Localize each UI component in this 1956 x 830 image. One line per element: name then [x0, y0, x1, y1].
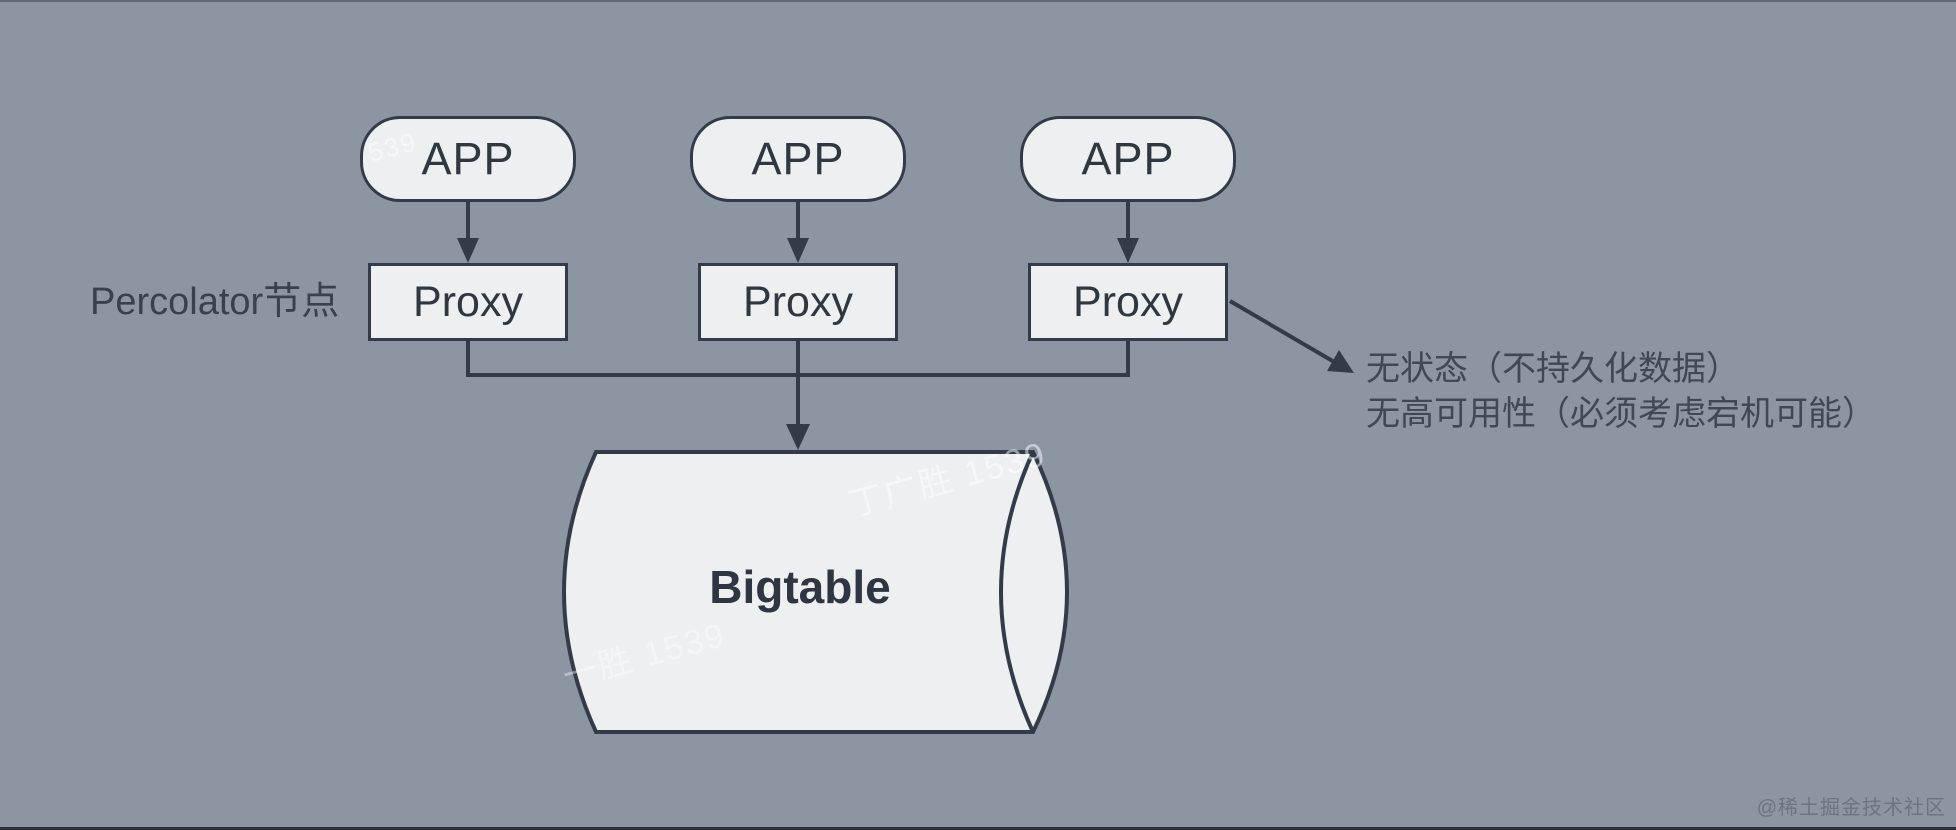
annotation-line-1: 无状态（不持久化数据）: [1366, 350, 1740, 388]
arrowhead-proxy1: [457, 238, 479, 263]
proxy-node-1-label: Proxy: [413, 277, 523, 326]
cylinder-cap-arc: [999, 451, 1035, 733]
proxy-node-1: Proxy: [368, 263, 568, 341]
bigtable-cylinder: [562, 450, 1069, 734]
juejin-community-watermark: @稀土掘金技术社区: [1756, 797, 1946, 819]
percolator-row-label: Percolator节点: [90, 281, 340, 323]
annotation-line-2: 无高可用性（必须考虑宕机可能）: [1366, 395, 1876, 433]
arrowhead-proxy2: [787, 238, 809, 263]
app-node-1: APP: [360, 116, 576, 202]
app-node-2: APP: [690, 116, 906, 202]
proxy-node-2-label: Proxy: [743, 277, 853, 326]
proxy-node-2: Proxy: [698, 263, 898, 341]
app-node-1-label: APP: [421, 133, 515, 184]
arrowhead-bigtable: [786, 424, 810, 450]
app-node-3: APP: [1020, 116, 1236, 202]
app-node-2-label: APP: [751, 133, 845, 184]
bigtable-label: Bigtable: [709, 561, 891, 613]
proxy-node-3-label: Proxy: [1073, 277, 1183, 326]
top-edge-line: [0, 0, 1956, 2]
arrow-proxy3-annotation: [1228, 299, 1338, 365]
app-node-3-label: APP: [1081, 133, 1175, 184]
arrowhead-proxy3: [1117, 238, 1139, 263]
bottom-edge-line: [0, 827, 1956, 830]
arrowhead-annotation: [1327, 350, 1354, 373]
proxy-node-3: Proxy: [1028, 263, 1228, 341]
stateless-annotation: 无状态（不持久化数据） 无高可用性（必须考虑宕机可能）: [1366, 347, 1876, 437]
